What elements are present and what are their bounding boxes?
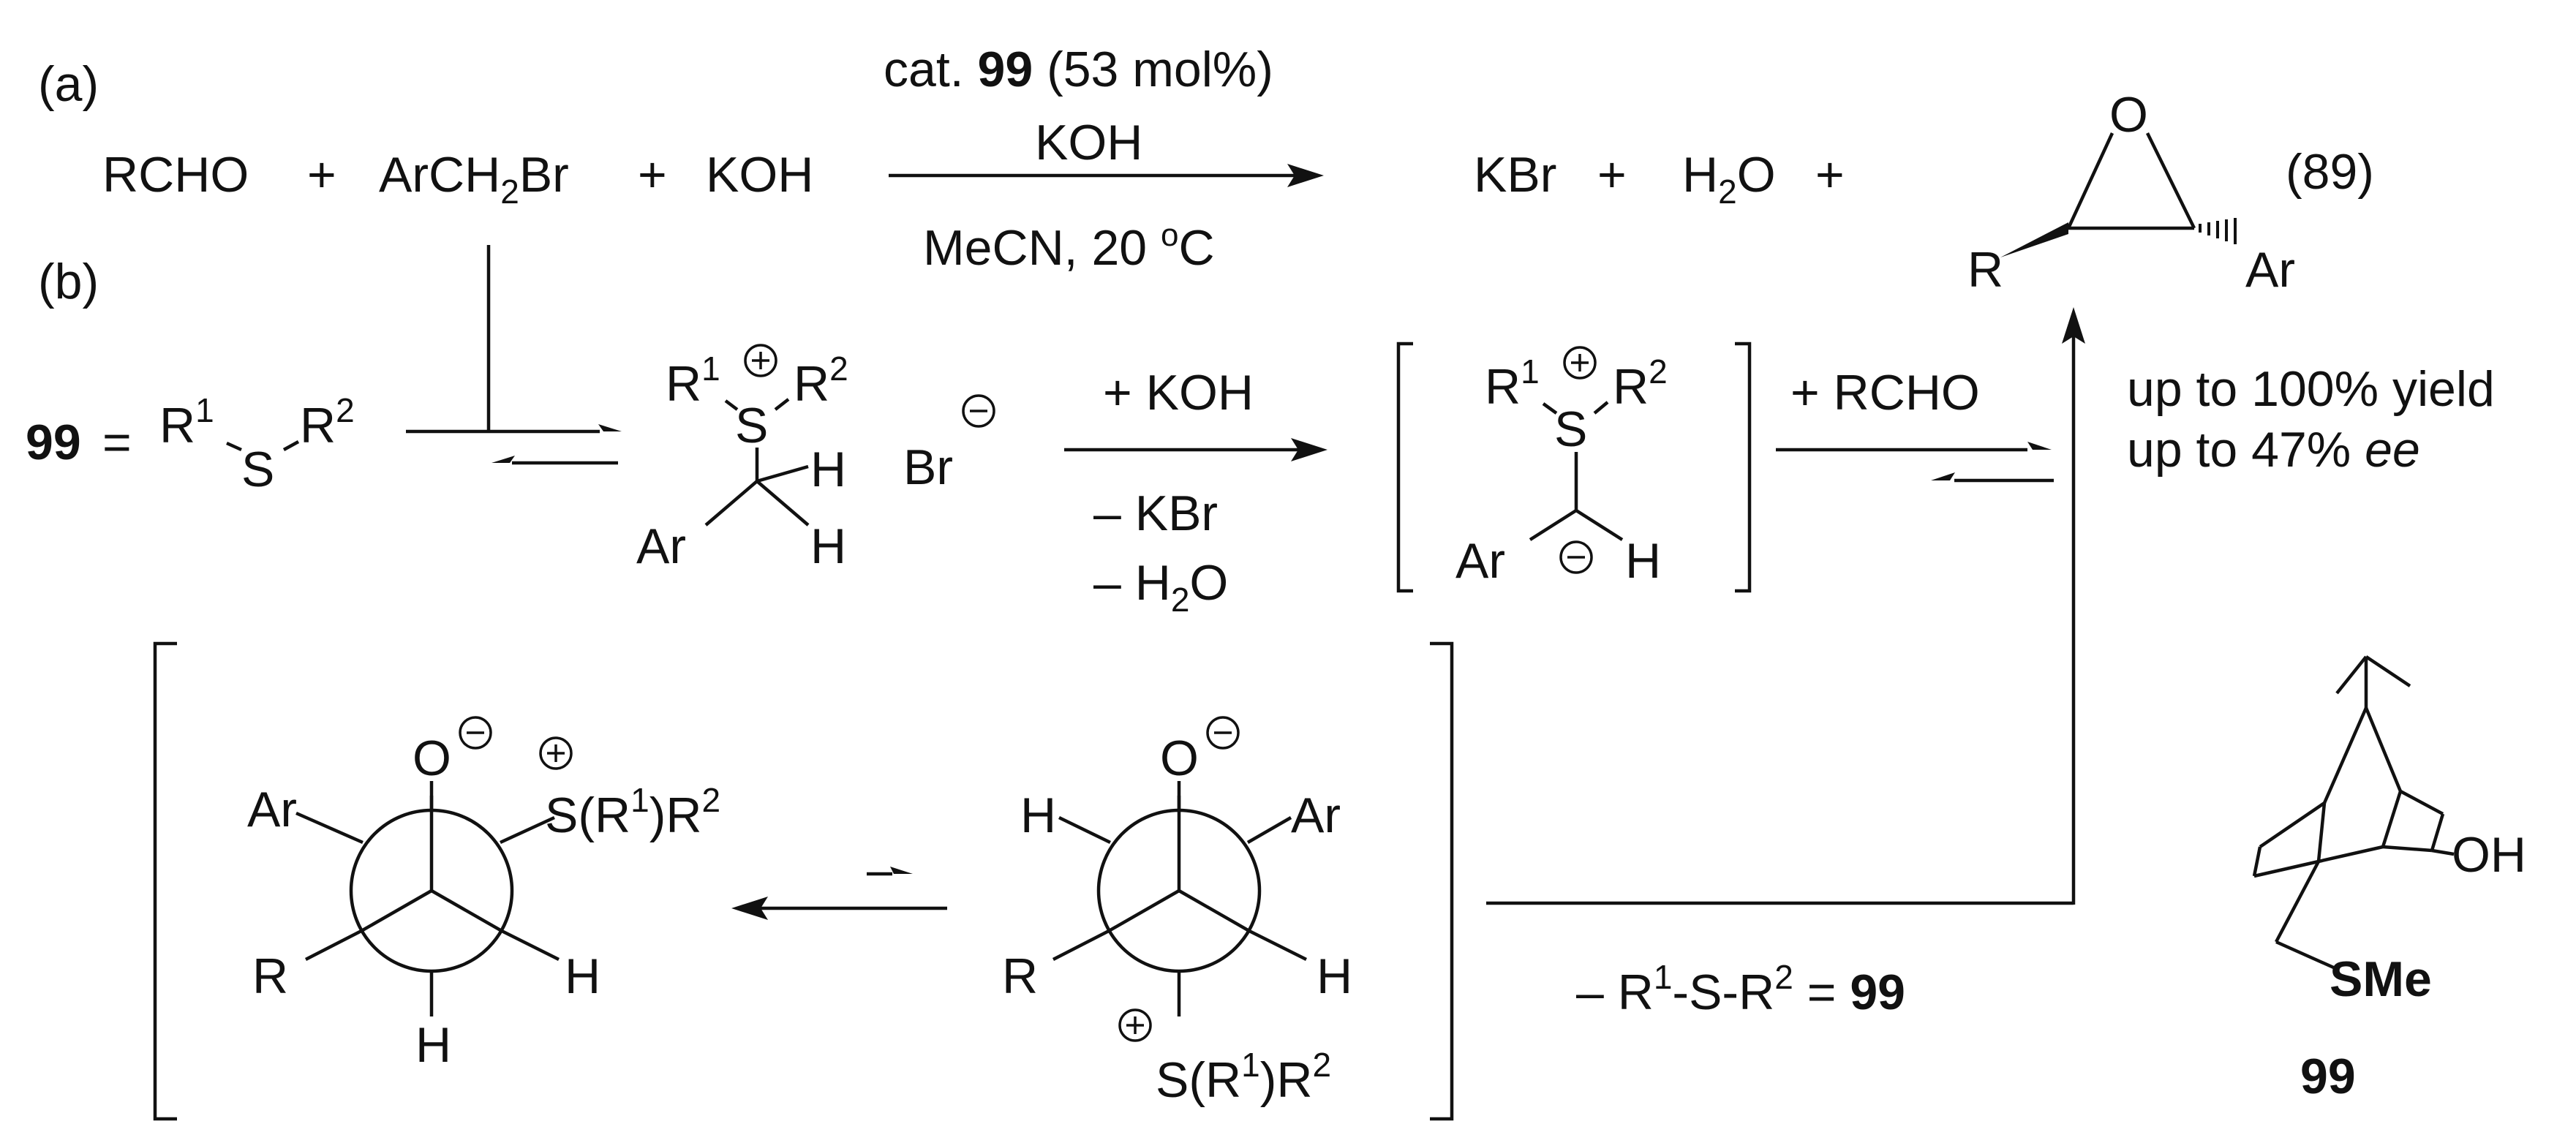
newman-projection-left: O Ar S(R1)R2 R H H bbox=[247, 716, 720, 1073]
epoxide-ar-group: Ar bbox=[2245, 242, 2295, 298]
conformer-equilibrium bbox=[731, 867, 947, 920]
epoxide-product: O R Ar bbox=[1967, 87, 2295, 298]
salt-r1: R1 bbox=[666, 350, 720, 412]
salt-ar: Ar bbox=[636, 518, 686, 574]
newman-right-oxygen: O bbox=[1160, 731, 1199, 786]
base-loss-kbr: – KBr bbox=[1093, 486, 1218, 541]
ylide-positive-charge bbox=[1563, 346, 1597, 380]
newman-right-alkoxide-charge bbox=[1206, 716, 1240, 750]
yield-result: up to 100% yield bbox=[2127, 361, 2495, 417]
reaction-a-reactants: RCHO + ArCH2Br + KOH bbox=[102, 147, 813, 211]
ring-closure-arrow bbox=[1486, 307, 2085, 905]
salt-r2: R2 bbox=[794, 350, 848, 412]
aldehyde-reagent: + RCHO bbox=[1790, 365, 1980, 420]
reaction-a-arrow bbox=[889, 164, 1324, 187]
ylide-sulfur: S bbox=[1554, 401, 1587, 457]
newman-right-sulfonium-charge bbox=[1118, 1008, 1152, 1042]
newman-left-alkoxide-charge bbox=[459, 716, 492, 750]
salt-bromide: Br bbox=[903, 440, 953, 495]
plus-sign-1: + bbox=[307, 147, 336, 203]
betaine-left-bracket bbox=[153, 641, 177, 1121]
ee-result: up to 47% ee bbox=[2127, 422, 2420, 478]
product-kbr: KBr bbox=[1474, 147, 1556, 203]
newman-right-h-left: H bbox=[1020, 788, 1056, 843]
product-water: H2O bbox=[1682, 147, 1776, 211]
base-loss-water: – H2O bbox=[1093, 555, 1228, 619]
newman-left-ar: Ar bbox=[247, 782, 297, 837]
base-condition: KOH bbox=[1035, 115, 1142, 170]
part-a-label: (a) bbox=[38, 56, 99, 112]
equilibrium-arrows-1 bbox=[406, 424, 622, 465]
base-reagent: + KOH bbox=[1103, 365, 1254, 420]
newman-left-r: R bbox=[252, 948, 288, 1004]
newman-left-sulfonium: S(R1)R2 bbox=[545, 781, 720, 843]
bromide-negative-charge bbox=[962, 394, 995, 428]
elimination-label: – R1-S-R2 = 99 bbox=[1576, 958, 1905, 1020]
reaction-a-products: KBr + H2O + bbox=[1474, 147, 1845, 211]
catalyst-sulfur: S bbox=[241, 442, 274, 497]
catalyst-condition: cat. 99 (53 mol%) bbox=[884, 42, 1273, 97]
solvent-temperature-condition: MeCN, 20 oC bbox=[923, 217, 1215, 276]
salt-sulfur: S bbox=[735, 398, 768, 453]
salt-h-bottom: H bbox=[810, 518, 846, 574]
epoxide-r-group: R bbox=[1967, 242, 2003, 298]
salt-positive-charge bbox=[744, 344, 777, 377]
plus-sign-3: + bbox=[1597, 147, 1627, 203]
epoxide-oxygen: O bbox=[2109, 87, 2148, 143]
newman-right-r: R bbox=[1002, 948, 1038, 1004]
catalyst-structure-number: 99 bbox=[2300, 1049, 2356, 1104]
newman-projection-right: O H Ar R H S(R1)R2 bbox=[1002, 716, 1352, 1108]
sulfonium-salt: R1 S R2 H H Ar Br bbox=[636, 344, 995, 574]
catalyst-r2: R2 bbox=[300, 391, 355, 453]
plus-sign-4: + bbox=[1815, 147, 1845, 203]
catalyst-number: 99 bbox=[26, 415, 81, 470]
plus-sign-2: + bbox=[638, 147, 667, 203]
hashed-bond bbox=[2199, 218, 2237, 244]
ylide-right-bracket bbox=[1735, 342, 1752, 593]
catalyst-r1: R1 bbox=[159, 391, 214, 453]
catalyst-99-structure: OH SMe 99 bbox=[2252, 655, 2526, 1104]
newman-left-sulfonium-charge bbox=[539, 736, 573, 770]
aldehyde-step: + RCHO bbox=[1776, 365, 2054, 483]
newman-left-h-right: H bbox=[565, 948, 600, 1004]
ylide-h: H bbox=[1625, 533, 1661, 589]
ylide-r2: R2 bbox=[1613, 352, 1668, 415]
ylide-left-bracket bbox=[1396, 342, 1413, 593]
newman-right-sulfonium: S(R1)R2 bbox=[1156, 1046, 1331, 1108]
betaine-right-bracket bbox=[1430, 641, 1454, 1121]
reactant-benzyl-bromide: ArCH2Br bbox=[379, 147, 569, 211]
ylide-ar: Ar bbox=[1455, 533, 1505, 589]
base-step: + KOH – KBr – H2O bbox=[1064, 365, 1327, 619]
newman-left-oxygen: O bbox=[413, 731, 451, 786]
reactant-koh: KOH bbox=[706, 147, 813, 203]
reaction-a-conditions: cat. 99 (53 mol%) KOH MeCN, 20 oC bbox=[884, 42, 1273, 276]
catalyst-definition: 99 = R1 S R2 bbox=[26, 391, 355, 497]
catalyst-hydroxyl: OH bbox=[2452, 827, 2526, 883]
newman-right-h-right: H bbox=[1317, 948, 1352, 1004]
wedge-bond bbox=[2000, 222, 2068, 257]
newman-left-h-bottom: H bbox=[415, 1017, 451, 1073]
salt-h-top: H bbox=[810, 442, 846, 497]
newman-right-ar: Ar bbox=[1291, 788, 1341, 843]
equation-number: (89) bbox=[2286, 144, 2374, 200]
reactant-rcho: RCHO bbox=[102, 147, 249, 203]
catalyst-equals: = bbox=[102, 415, 132, 470]
ylide-r1: R1 bbox=[1485, 352, 1540, 415]
catalyst-thioether: SMe bbox=[2330, 951, 2432, 1007]
ylide-intermediate: R1 S R2 Ar H bbox=[1396, 342, 1752, 593]
carbanion-negative-charge bbox=[1559, 540, 1593, 574]
part-b-label: (b) bbox=[38, 254, 99, 309]
